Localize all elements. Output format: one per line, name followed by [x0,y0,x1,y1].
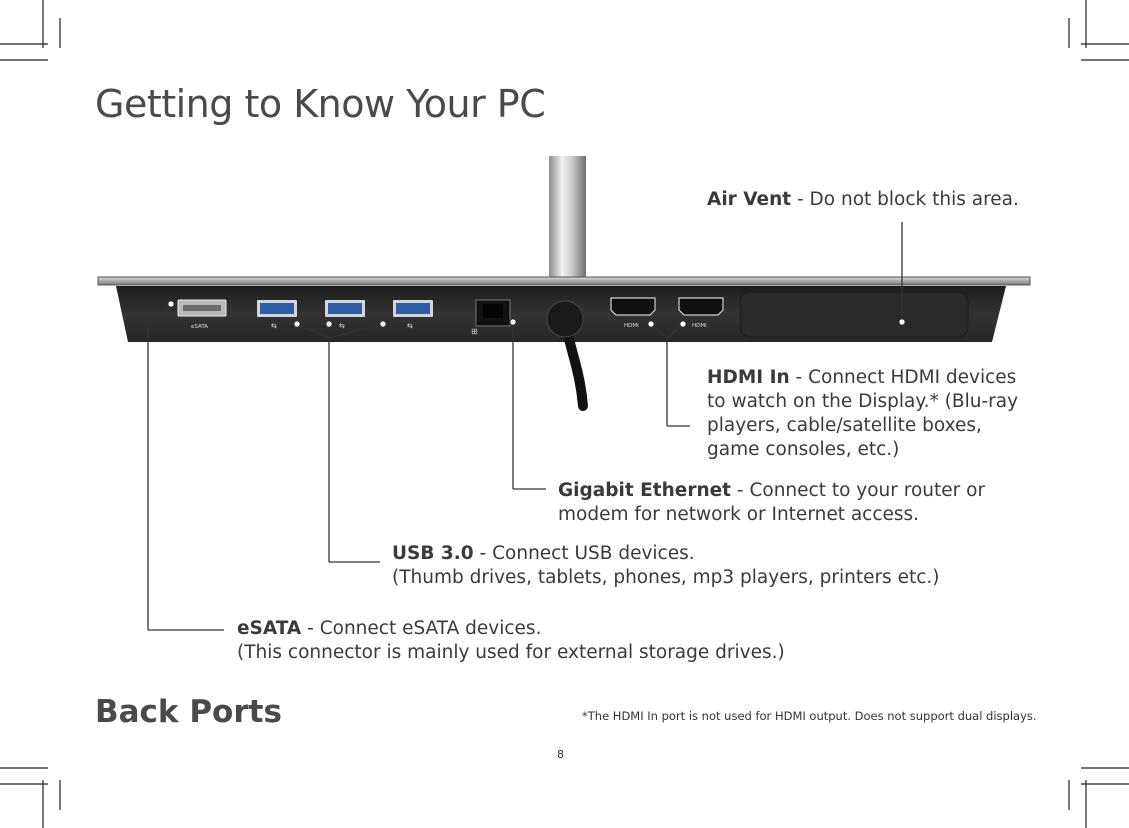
air-vent-callout: Air Vent - Do not block this area. [707,188,1019,212]
network-icon: ⊞ [471,327,478,336]
power-cable [546,300,588,411]
callout-name: USB 3.0 [392,543,474,564]
callout-text: game consoles, etc.) [707,439,900,460]
footnote: *The HDMI In port is not used for HDMI o… [582,709,1037,723]
callout-name: HDMI In [707,367,790,388]
usb-callout: USB 3.0 - Connect USB devices. (Thumb dr… [392,542,939,590]
callout-text: - Connect USB devices. [473,543,695,564]
callout-text: (This connector is mainly used for exter… [237,642,785,663]
air-vent [739,291,969,338]
usb-port-3[interactable]: ⇆ [393,300,433,330]
callout-text: - Connect to your router or [731,480,986,501]
usb-port-1[interactable]: ⇆ [257,300,297,330]
hdmi-in-port[interactable]: HDMI [610,297,656,329]
callout-text: - Do not block this area. [791,189,1019,210]
callout-text: to watch on the Display.* (Blu-ray [707,391,1019,412]
hdmi-port-label: HDMI [624,323,639,329]
callout-text: players, cable/satellite boxes, [707,415,982,436]
ethernet-port[interactable]: ⊞ [471,299,511,336]
callout-name: eSATA [237,618,302,639]
callout-name: Gigabit Ethernet [558,480,732,501]
callout-text: - Connect eSATA devices. [301,618,542,639]
callout-text: modem for network or Internet access. [558,504,920,525]
esata-port-label: eSATA [191,324,208,330]
usb-port-2[interactable]: ⇆ [325,300,365,330]
hdmi-port-2[interactable]: HDMI [678,297,724,329]
callout-text: (Thumb drives, tablets, phones, mp3 play… [392,567,940,588]
esata-port[interactable]: eSATA [177,299,227,330]
page-number: 8 [557,748,564,761]
esata-callout: eSATA - Connect eSATA devices. (This con… [237,617,785,665]
usb-icon: ⇆ [407,322,413,330]
stand [549,156,586,280]
callout-name: Air Vent [707,189,792,210]
hdmi-port-label: HDMI [692,323,707,329]
usb-icon: ⇆ [271,322,277,330]
page-title: Getting to Know Your PC [95,82,546,126]
usb-icon: ⇆ [339,322,345,330]
ethernet-callout: Gigabit Ethernet - Connect to your route… [558,479,985,527]
callout-text: - Connect HDMI devices [789,367,1017,388]
display-rim [97,276,1031,286]
section-title: Back Ports [95,694,282,730]
hdmi-in-callout: HDMI In - Connect HDMI devices to watch … [707,366,1018,462]
